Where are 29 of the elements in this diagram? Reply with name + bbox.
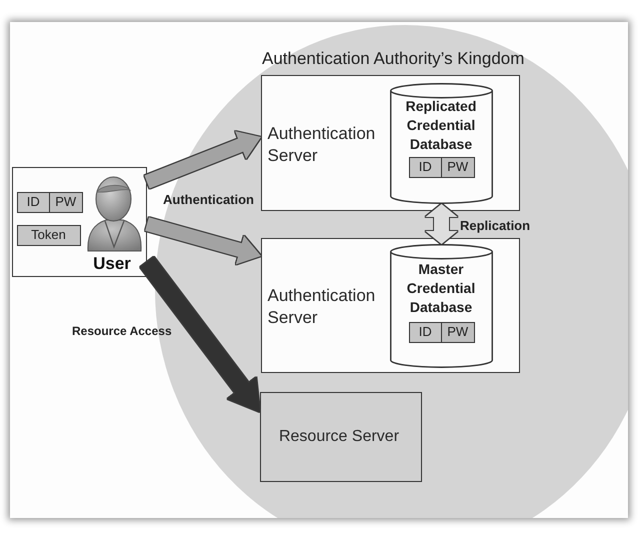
credential-pair xyxy=(16,192,82,212)
token-field: Token xyxy=(16,224,80,246)
server-box xyxy=(261,238,520,373)
credential-field: ID xyxy=(18,192,49,212)
edge-label: Replication xyxy=(460,218,530,234)
user-label: User xyxy=(92,254,132,274)
server-box xyxy=(260,392,422,482)
edge-label: Authentication xyxy=(163,192,254,208)
user-card xyxy=(12,167,147,277)
credential-pair xyxy=(408,156,474,178)
database-cylinder xyxy=(390,82,492,204)
server-name: Authentication Server xyxy=(268,284,376,328)
database-name: Master Credential Database xyxy=(406,260,476,316)
database-cylinder xyxy=(390,244,492,368)
credential-field: ID xyxy=(410,322,441,342)
credential-field: ID xyxy=(410,158,441,176)
credential-field: PW xyxy=(441,158,474,176)
server-box xyxy=(261,75,520,211)
credential-field: PW xyxy=(441,322,474,342)
credential-field: PW xyxy=(49,192,82,212)
edge-label: Resource Access xyxy=(72,323,172,339)
double-arrow xyxy=(426,204,458,244)
server-name: Resource Server xyxy=(278,426,400,446)
block-arrow xyxy=(145,217,263,264)
block-arrow xyxy=(144,130,264,188)
server-name: Authentication Server xyxy=(268,122,376,166)
region-title: Authentication Authority’s Kingdom xyxy=(262,49,526,69)
credential-pair xyxy=(408,322,474,342)
database-name: Replicated Credential Database xyxy=(404,96,478,154)
